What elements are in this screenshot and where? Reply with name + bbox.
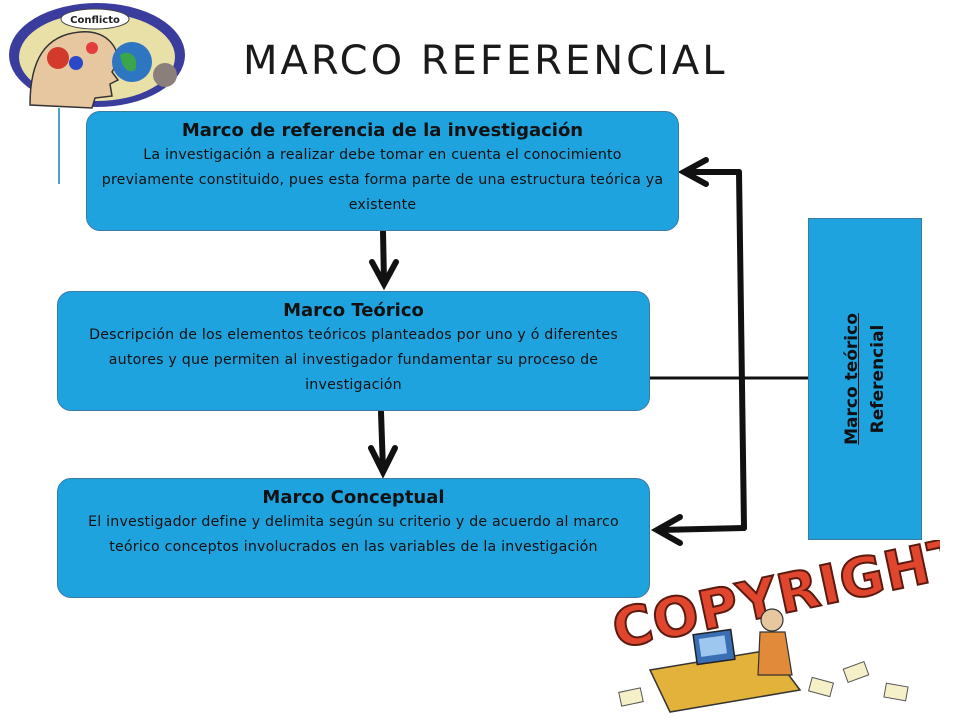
conflict-logo-icon: Conflicto — [9, 3, 185, 109]
logo-label: Conflicto — [70, 15, 120, 26]
box-marco-teorico-title: Marco Teórico — [283, 300, 424, 321]
box-marco-teorico: Marco Teórico Descripción de los element… — [57, 291, 650, 411]
side-box-text: Marco teórico Referencial — [839, 313, 891, 445]
copyright-clipart-icon: COPYRIGHT — [606, 540, 940, 713]
down-arrow-1 — [369, 229, 399, 291]
box-marco-conceptual-text: El investigador define y delimita según … — [88, 514, 619, 555]
box-marco-conceptual: Marco Conceptual El investigador define … — [57, 478, 650, 598]
box-marco-referencia-text: La investigación a realizar debe tomar e… — [101, 147, 664, 213]
accent-line — [58, 108, 60, 184]
side-box-marco-teorico-referencial: Marco teórico Referencial — [808, 218, 922, 540]
side-box-line1: Marco teórico — [842, 313, 862, 445]
box-marco-teorico-text: Descripción de los elementos teóricos pl… — [89, 327, 618, 393]
box-marco-referencia-title: Marco de referencia de la investigación — [181, 120, 584, 141]
box-marco-conceptual-title: Marco Conceptual — [262, 487, 445, 508]
feedback-loop — [650, 157, 747, 546]
slide-title: MARCO REFERENCIAL — [243, 38, 728, 84]
side-box-line2: Referencial — [868, 324, 888, 434]
box-marco-referencia: Marco de referencia de la investigación … — [86, 111, 679, 231]
down-arrow-2 — [368, 409, 398, 479]
